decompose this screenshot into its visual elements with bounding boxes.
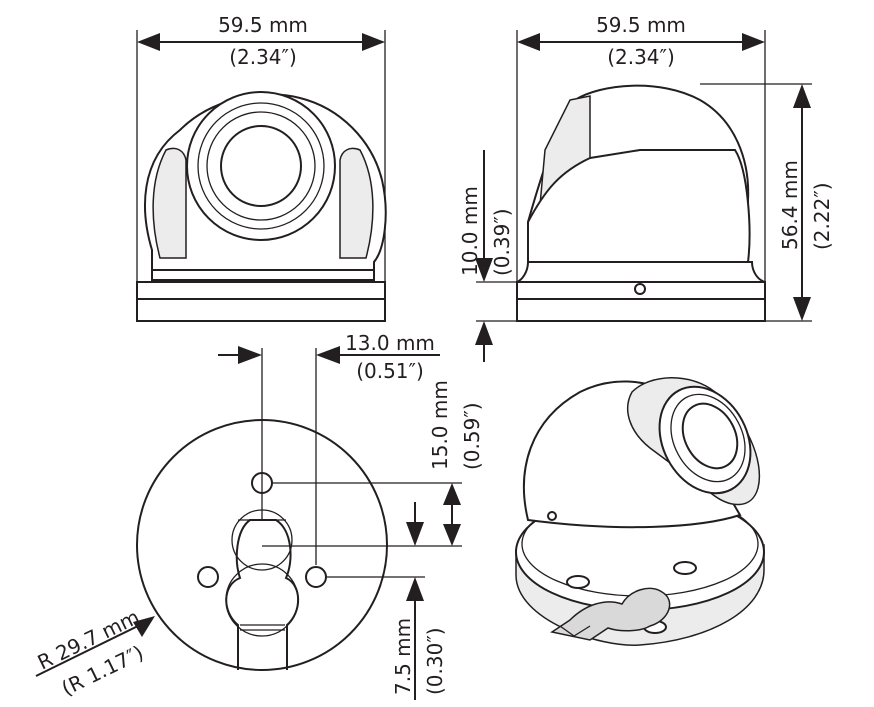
side-width-arrow-right [742,33,765,51]
front-width-in: (2.34″) [229,45,297,69]
side-shroud [527,149,751,263]
iso-side-screw [547,511,557,521]
front-lens-ring-2 [197,102,325,230]
iso-keyhole-slot [550,587,671,641]
hole-spacing-mm: 13.0 mm [345,331,435,355]
lower-offset-in: (0.30″) [423,627,447,695]
side-width-in: (2.34″) [607,45,675,69]
front-left-lobe [152,147,187,259]
bottom-view: 13.0 mm (0.51″) 15.0 mm (0.59″) 7.5 mm (… [34,331,484,700]
hole-spacing-in: (0.51″) [356,359,424,383]
front-right-lobe [339,147,374,259]
front-base-plate-bottom [136,298,386,322]
side-width-mm: 59.5 mm [596,13,686,37]
front-lens-glass [220,125,302,207]
front-width-mm: 59.5 mm [218,13,308,37]
iso-lens-ring [670,393,746,483]
iso-lens-glass [681,402,739,470]
front-width-arrow-left [137,33,160,51]
bottom-mount-hole-right [305,566,327,588]
side-screw-hole [634,283,646,295]
lower-offset-mm: 7.5 mm [391,618,415,695]
side-base-plate-bottom [516,298,766,322]
total-height-mm: 56.4 mm [778,160,802,250]
total-height-in: (2.22″) [810,182,834,250]
hole-offset-mm: 15.0 mm [428,380,452,470]
iso-hole-1 [566,575,590,589]
hole-offset-in: (0.59″) [460,402,484,470]
side-view: 59.5 mm (2.34″) 10.0 mm (0.39″) 56.4 mm … [458,13,834,362]
base-height-in: (0.39″) [490,208,514,276]
front-lens-ring-3 [206,111,316,221]
iso-hole-2 [673,561,697,575]
iso-dome [522,380,742,529]
isometric-view [515,377,765,646]
front-view: 59.5 mm (2.34″) [136,13,387,322]
front-base-plate-top [136,281,386,300]
side-width-arrow-left [517,33,540,51]
bottom-mount-hole-left [197,566,219,588]
base-height-mm: 10.0 mm [458,186,482,276]
front-width-arrow-right [362,33,385,51]
